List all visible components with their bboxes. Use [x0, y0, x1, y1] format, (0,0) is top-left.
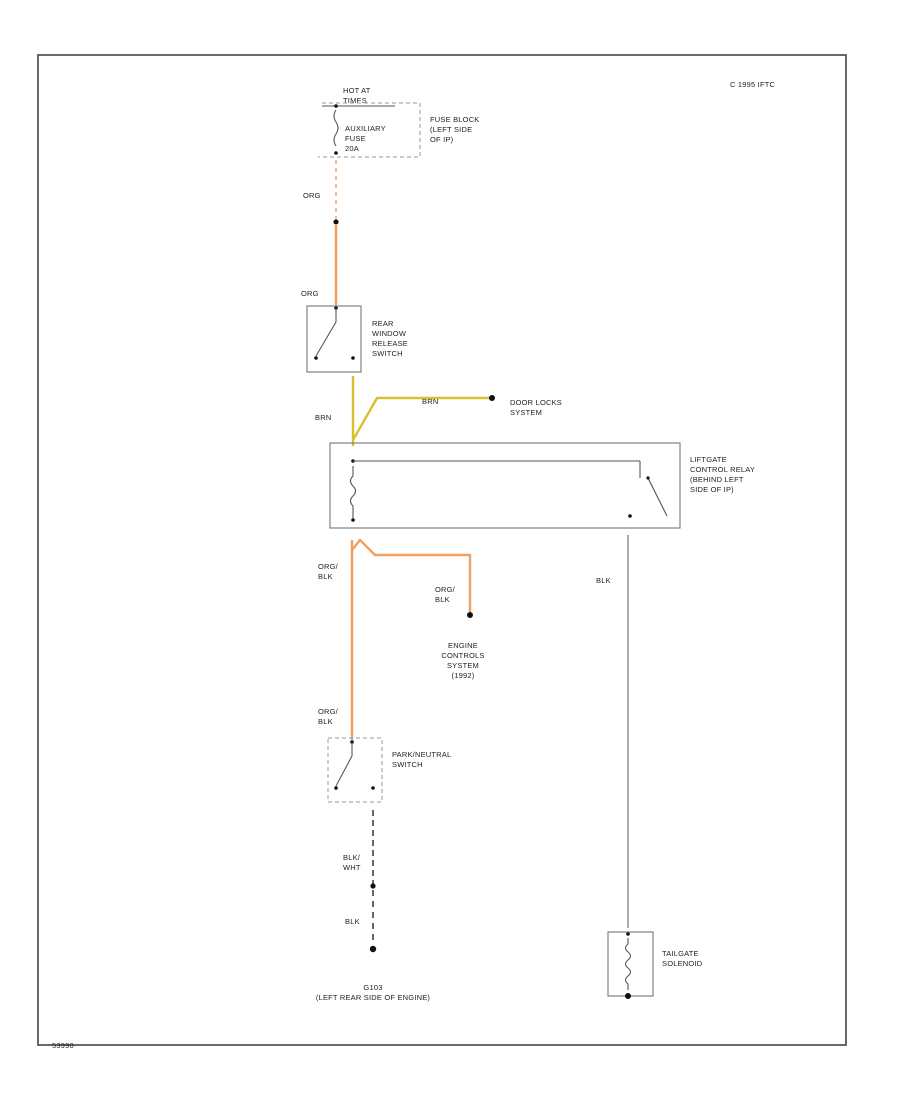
switch-output-terminal	[351, 356, 355, 360]
tailgate-solenoid-label-1: TAILGATE	[662, 949, 699, 958]
fuse-block-label-1: FUSE BLOCK	[430, 115, 480, 124]
ground-wire-connector	[370, 883, 376, 889]
door-locks-label-2: SYSTEM	[510, 408, 542, 417]
door-locks-label-1: DOOR LOCKS	[510, 398, 562, 407]
door-locks-connector	[489, 395, 495, 401]
solenoid-coil	[624, 938, 632, 990]
solenoid-top-terminal	[626, 932, 630, 936]
wire-label-org-blk-1b: BLK	[318, 572, 333, 581]
pn-switch-output-terminal	[371, 786, 375, 790]
relay-coil	[349, 466, 357, 518]
hot-at-label-1: HOT AT	[343, 86, 371, 95]
engine-controls-connector	[467, 612, 473, 618]
wire-label-blk-wht-b: WHT	[343, 863, 361, 872]
wire-label-blk-wht-a: BLK/	[343, 853, 361, 862]
relay-coil-terminal	[351, 518, 355, 522]
park-neutral-switch: PARK/NEUTRAL SWITCH	[327, 737, 451, 803]
liftgate-relay-label-4: SIDE OF IP)	[690, 485, 734, 494]
engine-controls-label-3: SYSTEM	[447, 661, 479, 670]
org-blk-wire-to-engine-controls	[351, 538, 472, 612]
switch-blade	[315, 321, 337, 357]
relay-output-terminal	[628, 514, 632, 518]
fuse-terminal-bottom	[334, 151, 338, 155]
wire-label-brn-1: BRN	[315, 413, 331, 422]
relay-contact-blade	[647, 477, 668, 517]
ground-label-1: G103	[363, 983, 382, 992]
liftgate-control-relay: LIFTGATE CONTROL RELAY (BEHIND LEFT SIDE…	[329, 442, 755, 529]
wire-label-org-1: ORG	[303, 191, 321, 200]
org-wire-connector-1	[333, 219, 339, 225]
pn-switch-label-2: SWITCH	[392, 760, 423, 769]
fuse-label-1: AUXILIARY	[345, 124, 386, 133]
rear-window-label-2: WINDOW	[372, 329, 407, 338]
hot-at-label-2: TIMES	[343, 96, 367, 105]
diagram-id: 53990	[52, 1041, 74, 1050]
fuse-label-2: FUSE	[345, 134, 366, 143]
liftgate-relay-label-3: (BEHIND LEFT	[690, 475, 744, 484]
wire-label-blk-1: BLK	[345, 917, 360, 926]
relay-contact-pivot	[646, 476, 650, 480]
park-neutral-switch-box	[327, 737, 383, 803]
fuse-block-label-2: (LEFT SIDE	[430, 125, 472, 134]
liftgate-relay-label-2: CONTROL RELAY	[690, 465, 755, 474]
pn-switch-pivot	[334, 786, 338, 790]
engine-controls-label-1: ENGINE	[448, 641, 478, 650]
tailgate-solenoid: TAILGATE SOLENOID	[607, 931, 703, 999]
rear-window-release-switch: REAR WINDOW RELEASE SWITCH	[306, 305, 408, 373]
rear-window-label-4: SWITCH	[372, 349, 403, 358]
diagram-frame	[37, 54, 847, 1046]
wire-label-org-blk-2b: BLK	[435, 595, 450, 604]
copyright-text: C 1995 IFTC	[730, 80, 776, 89]
rear-window-label-3: RELEASE	[372, 339, 408, 348]
fuse-terminal-top	[334, 104, 338, 108]
liftgate-relay-box	[329, 442, 681, 529]
liftgate-relay-label-1: LIFTGATE	[690, 455, 727, 464]
solenoid-bottom-terminal	[625, 993, 631, 999]
wire-label-org-blk-3b: BLK	[318, 717, 333, 726]
pn-switch-blade	[335, 755, 353, 787]
fuse-label-3: 20A	[345, 144, 359, 153]
engine-controls-label-2: CONTROLS	[441, 651, 484, 660]
ground-label-2: (LEFT REAR SIDE OF ENGINE)	[316, 993, 431, 1002]
tailgate-solenoid-box	[607, 931, 654, 997]
wire-label-org-blk-2a: ORG/	[435, 585, 456, 594]
wire-label-org-2: ORG	[301, 289, 319, 298]
switch-pivot	[314, 356, 318, 360]
brn-wire-to-door-locks	[351, 396, 490, 441]
wire-label-blk-2: BLK	[596, 576, 611, 585]
ground-connector	[369, 945, 377, 953]
rear-window-switch-box	[306, 305, 362, 373]
wire-label-org-blk-3a: ORG/	[318, 707, 339, 716]
fuse-block: HOT AT TIMES AUXILIARY FUSE 20A FUSE BLO…	[318, 86, 480, 158]
fuse-block-label-3: OF IP)	[430, 135, 454, 144]
wire-label-org-blk-1a: ORG/	[318, 562, 339, 571]
fuse-block-outline	[318, 102, 421, 158]
fuse-symbol	[333, 109, 339, 147]
pn-switch-label-1: PARK/NEUTRAL	[392, 750, 451, 759]
wire-label-brn-2: BRN	[422, 397, 438, 406]
tailgate-solenoid-label-2: SOLENOID	[662, 959, 703, 968]
rear-window-label-1: REAR	[372, 319, 394, 328]
engine-controls-label-4: (1992)	[452, 671, 475, 680]
